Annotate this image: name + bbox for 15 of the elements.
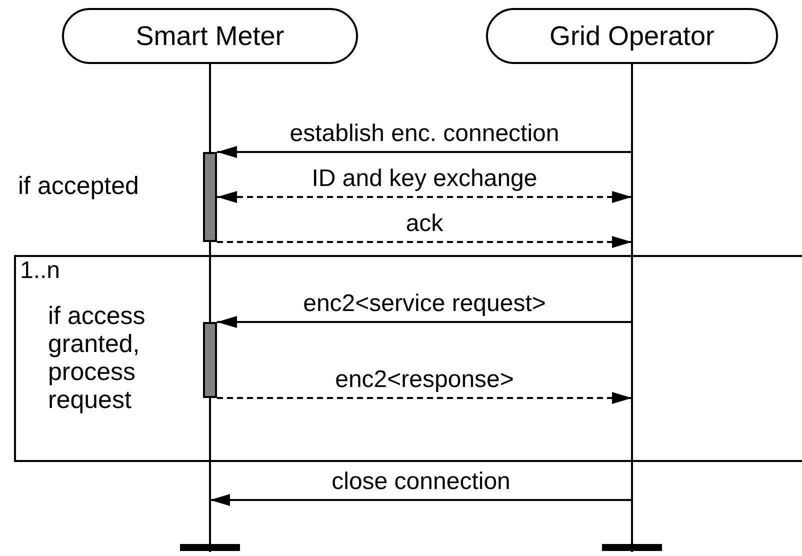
message-arrow — [217, 191, 632, 203]
frame-label: 1..n — [20, 257, 60, 285]
loop-frame — [14, 255, 802, 462]
activation-bar — [203, 322, 217, 398]
activation-bar — [203, 152, 217, 242]
message-arrow — [217, 316, 632, 328]
participant-box: Smart Meter — [62, 8, 358, 64]
message-arrow — [217, 236, 632, 248]
condition-note: if accepted — [18, 172, 140, 200]
message-arrow — [210, 494, 632, 506]
lifeline — [631, 64, 633, 552]
participant-box: Grid Operator — [486, 8, 778, 64]
condition-note: if access granted, process request — [48, 302, 146, 414]
message-arrow — [217, 146, 632, 158]
message-arrow — [217, 392, 632, 404]
